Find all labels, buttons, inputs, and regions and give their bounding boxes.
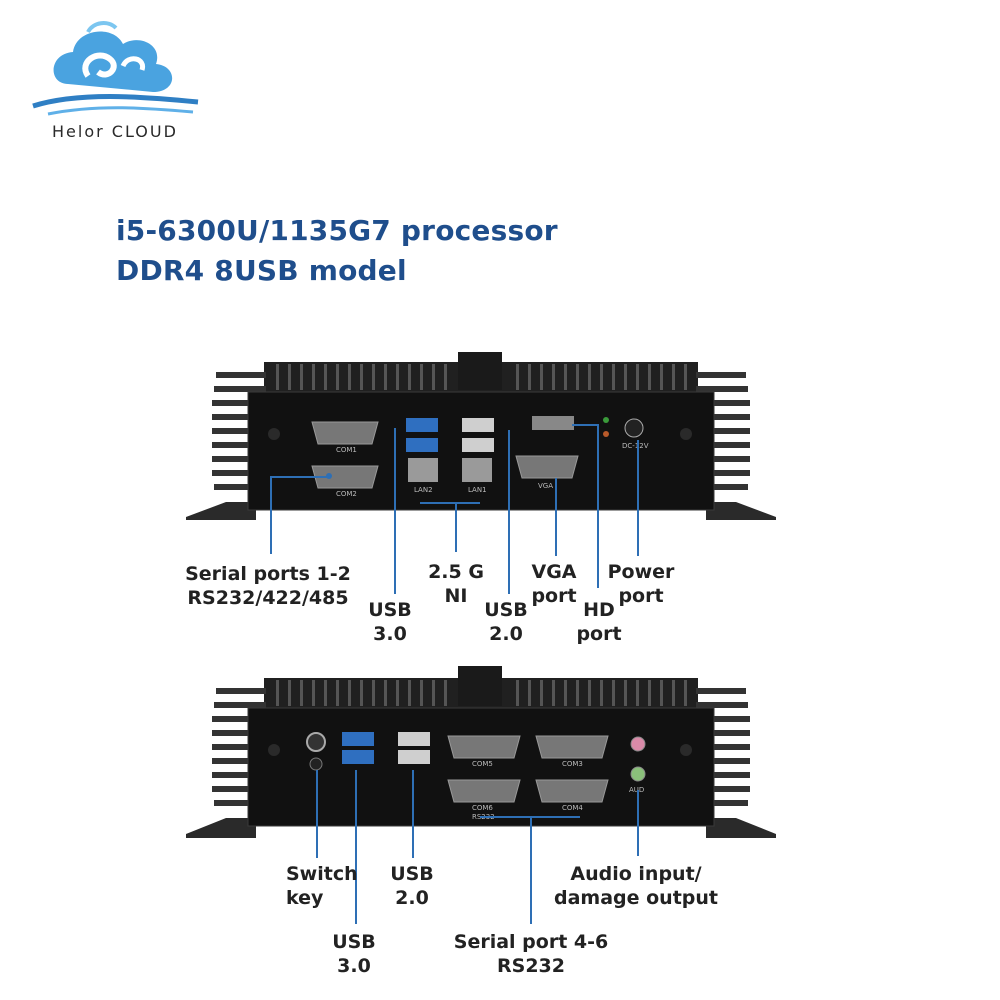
front-device: COM1 COM2 LAN2 LAN1 VGA DC-12V — [186, 352, 776, 522]
callout-lan-front-h — [420, 502, 480, 504]
aud-silkscreen: AUD — [629, 786, 644, 794]
vga-silkscreen: VGA — [538, 482, 554, 490]
callout-usb20-rear — [412, 770, 414, 858]
headline-line-1: i5-6300U/1135G7 processor — [116, 214, 558, 247]
callout-usb30-rear — [355, 770, 357, 924]
com3-silkscreen: COM3 — [562, 760, 583, 768]
callout-hd-front — [597, 424, 599, 588]
com4-silkscreen: COM4 — [562, 804, 583, 812]
callout-usb30-front — [394, 428, 396, 594]
com5-silkscreen: COM5 — [472, 760, 493, 768]
lan1-silkscreen: LAN1 — [468, 486, 487, 494]
brand-logo: Helor CLOUD — [28, 14, 208, 144]
com2-silkscreen: COM2 — [336, 490, 357, 498]
lan2-silkscreen: LAN2 — [414, 486, 433, 494]
com6-silkscreen: COM6 — [472, 804, 493, 812]
callout-switch-rear — [316, 770, 318, 858]
rear-device-illustration — [186, 666, 776, 838]
callout-audio-rear — [637, 790, 639, 856]
callout-usb20-front — [508, 430, 510, 594]
callout-dot — [326, 473, 332, 479]
rear-device: COM5 COM3 COM6 COM4 RS232 AUD — [186, 664, 776, 840]
callout-hd-front-h — [572, 424, 598, 426]
callout-power-front — [637, 440, 639, 556]
callout-serial-front — [270, 476, 330, 478]
callout-lan-front — [455, 502, 457, 552]
com1-silkscreen: COM1 — [336, 446, 357, 454]
cloud-logo-icon — [32, 21, 199, 116]
callout-serial-rear — [530, 816, 532, 924]
front-device-illustration — [186, 352, 776, 520]
callout-vga-front — [555, 478, 557, 556]
headline-line-2: DDR4 8USB model — [116, 254, 407, 287]
label-audio: Audio input/damage output — [553, 863, 718, 909]
callout-serial-front-v — [270, 476, 272, 554]
dc-silkscreen: DC-12V — [622, 442, 649, 450]
logo-text: Helor CLOUD — [52, 122, 178, 141]
